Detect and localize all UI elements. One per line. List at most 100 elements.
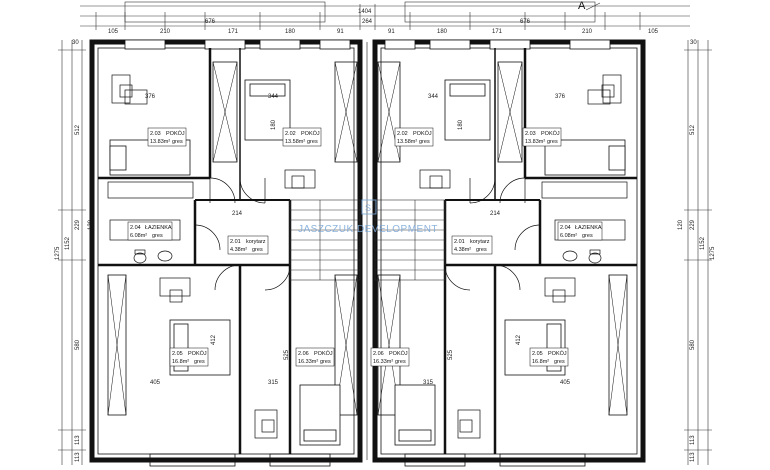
room-name: POKÓJ	[413, 130, 432, 137]
room-label-202-left: 2.02 POKÓJ 13.58m² gres	[282, 127, 322, 147]
room-floor: gres	[307, 139, 318, 145]
dim-r525-right: 525	[448, 349, 454, 360]
dim-left-3: 180	[285, 29, 296, 35]
dim-overall: 1404	[358, 9, 372, 15]
room-number: 2.01	[454, 239, 465, 245]
room-number: 2.06	[373, 351, 384, 357]
dim-r203-left: 376	[145, 94, 156, 100]
room-floor: gres	[252, 247, 263, 253]
room-number: 2.05	[172, 351, 183, 357]
room-number: 2.02	[397, 131, 408, 137]
room-floor: gres	[554, 359, 565, 365]
room-area: 16.33m²	[373, 359, 393, 365]
dim-right-3: 210	[582, 29, 593, 35]
room-label-201-right: 2.01 korytarz 4.38m² gres	[451, 235, 493, 255]
dim-left-0: 105	[108, 29, 119, 35]
watermark-logo-icon	[361, 199, 377, 215]
dim-right-4: 105	[648, 29, 659, 35]
room-number: 2.04	[560, 225, 571, 231]
staircase	[289, 199, 446, 281]
room-name: POKÓJ	[188, 350, 207, 357]
dim-right-113b: 113	[690, 452, 696, 462]
room-name: POKÓJ	[314, 350, 333, 357]
room-area: 6.08m²	[560, 233, 577, 239]
dim-r202-right: 344	[428, 94, 439, 100]
dim-mid: 264	[362, 19, 373, 25]
dim-left-total: 676	[205, 19, 216, 25]
right-dimension-lines: 512 1152 1275 580 113 113 229 120	[678, 40, 716, 465]
dim-left-1152: 1152	[65, 236, 71, 250]
room-floor: gres	[476, 247, 487, 253]
room-label-205-right: 2.05 POKÓJ 16.8m² gres	[529, 347, 569, 367]
room-area: 16.8m²	[532, 359, 549, 365]
svg-text:S: S	[365, 203, 371, 213]
room-label-206-right: 2.06 POKÓJ 16.33m² gres	[370, 347, 410, 367]
dim-r205-left: 405	[150, 380, 161, 386]
interior-walls-right	[377, 48, 637, 454]
room-label-204-right: 2.04 ŁAZIENKA 6.08m² gres	[557, 221, 603, 241]
room-area: 13.58m²	[285, 139, 305, 145]
balcony	[149, 453, 586, 467]
left-dimension-lines: 512 1152 1275 580 113 113 229 120	[55, 40, 94, 465]
room-area: 13.83m²	[525, 139, 545, 145]
room-labels-right: 2.02 POKÓJ 13.58m² gres 2.03 POKÓJ 13.83…	[370, 127, 603, 367]
dim-r214-left: 214	[232, 211, 243, 217]
room-name: korytarz	[470, 239, 490, 245]
room-area: 4.38m²	[230, 247, 247, 253]
dim-left-113a: 113	[75, 435, 81, 445]
room-floor: gres	[395, 359, 406, 365]
door-swings	[194, 177, 541, 291]
room-labels-left: 2.03 POKÓJ 13.83m² gres 2.02 POKÓJ 13.58…	[127, 127, 335, 367]
dim-r525-left: 525	[284, 349, 290, 360]
dim-right-2: 171	[492, 29, 503, 35]
top-dimension-lines: 1404 264 676 676 105 210 171 180 91 91 1…	[72, 0, 697, 46]
dim-small-left: 30	[72, 40, 79, 46]
dim-right-total: 676	[520, 19, 531, 25]
dim-left-4: 91	[337, 29, 344, 35]
room-label-201-left: 2.01 korytarz 4.38m² gres	[227, 235, 269, 255]
dim-r205-right: 405	[560, 380, 571, 386]
dim-left-2: 171	[228, 29, 239, 35]
room-number: 2.02	[285, 131, 296, 137]
dim-r202-left: 344	[268, 94, 279, 100]
dim-left-1275: 1275	[55, 246, 61, 260]
top-windows	[124, 39, 611, 50]
dim-right-229: 229	[690, 219, 696, 230]
dim-left-512: 512	[75, 124, 81, 135]
room-area: 16.33m²	[298, 359, 318, 365]
dim-small-right: 30	[690, 40, 697, 46]
dim-r412-right: 412	[516, 334, 522, 345]
room-area: 13.83m²	[150, 139, 170, 145]
room-name: POKÓJ	[548, 350, 567, 357]
room-number: 2.01	[230, 239, 241, 245]
dim-left-1: 210	[160, 29, 171, 35]
room-number: 2.05	[532, 351, 543, 357]
room-label-203-right: 2.03 POKÓJ 13.83m² gres	[522, 127, 562, 147]
outer-walls	[89, 39, 646, 463]
room-number: 2.03	[150, 131, 161, 137]
dim-right-1152: 1152	[700, 236, 706, 250]
room-number: 2.06	[298, 351, 309, 357]
room-floor: gres	[547, 139, 558, 145]
dim-right-0: 91	[388, 29, 395, 35]
dim-right-512: 512	[690, 124, 696, 135]
dim-left-229: 229	[75, 219, 81, 230]
watermark: S JASZCZUK DEVELOPMENT	[298, 199, 438, 235]
room-floor: gres	[152, 233, 163, 239]
dim-r180-left: 180	[271, 119, 277, 130]
dim-left-580: 580	[75, 339, 81, 350]
dim-right-120: 120	[678, 219, 684, 230]
dim-r214-right: 214	[490, 211, 501, 217]
desks-and-chairs	[107, 74, 628, 439]
room-area: 16.8m²	[172, 359, 189, 365]
room-name: POKÓJ	[389, 350, 408, 357]
room-area: 4.38m²	[454, 247, 471, 253]
room-number: 2.04	[130, 225, 141, 231]
dim-r180-right: 180	[458, 119, 464, 130]
room-label-203-left: 2.03 POKÓJ 13.83m² gres	[147, 127, 187, 147]
room-area: 13.58m²	[397, 139, 417, 145]
room-label-205-left: 2.05 POKÓJ 16.8m² gres	[169, 347, 209, 367]
room-floor: gres	[419, 139, 430, 145]
dim-right-1: 180	[437, 29, 448, 35]
